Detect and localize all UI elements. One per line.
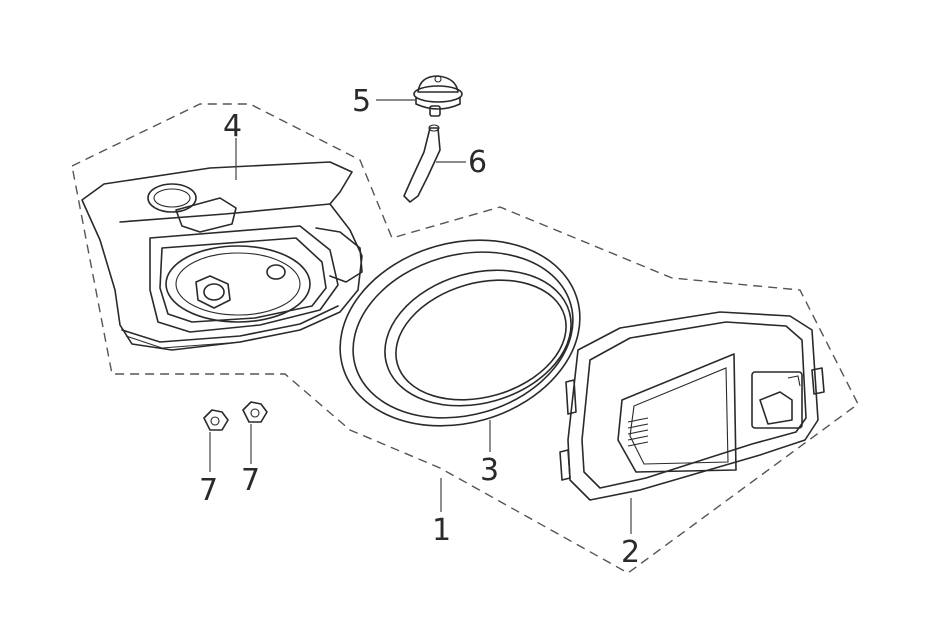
callout-3: 3	[480, 453, 500, 488]
callout-1: 1	[432, 513, 452, 548]
callout-7-right: 7	[241, 463, 261, 498]
breather-hose	[403, 124, 441, 203]
filter-base	[81, 161, 363, 351]
callout-7-left: 7	[199, 473, 219, 508]
nut-right	[242, 401, 268, 423]
filter-element	[339, 239, 581, 427]
callout-4: 4	[223, 109, 243, 144]
assembly-boundary	[71, 103, 859, 574]
nut-left	[203, 409, 229, 431]
callout-5: 5	[352, 84, 372, 119]
callout-2: 2	[621, 535, 641, 570]
breather-cap	[413, 75, 463, 117]
callout-6: 6	[468, 145, 488, 180]
filter-cover	[559, 311, 825, 501]
leader-lines	[209, 99, 632, 534]
